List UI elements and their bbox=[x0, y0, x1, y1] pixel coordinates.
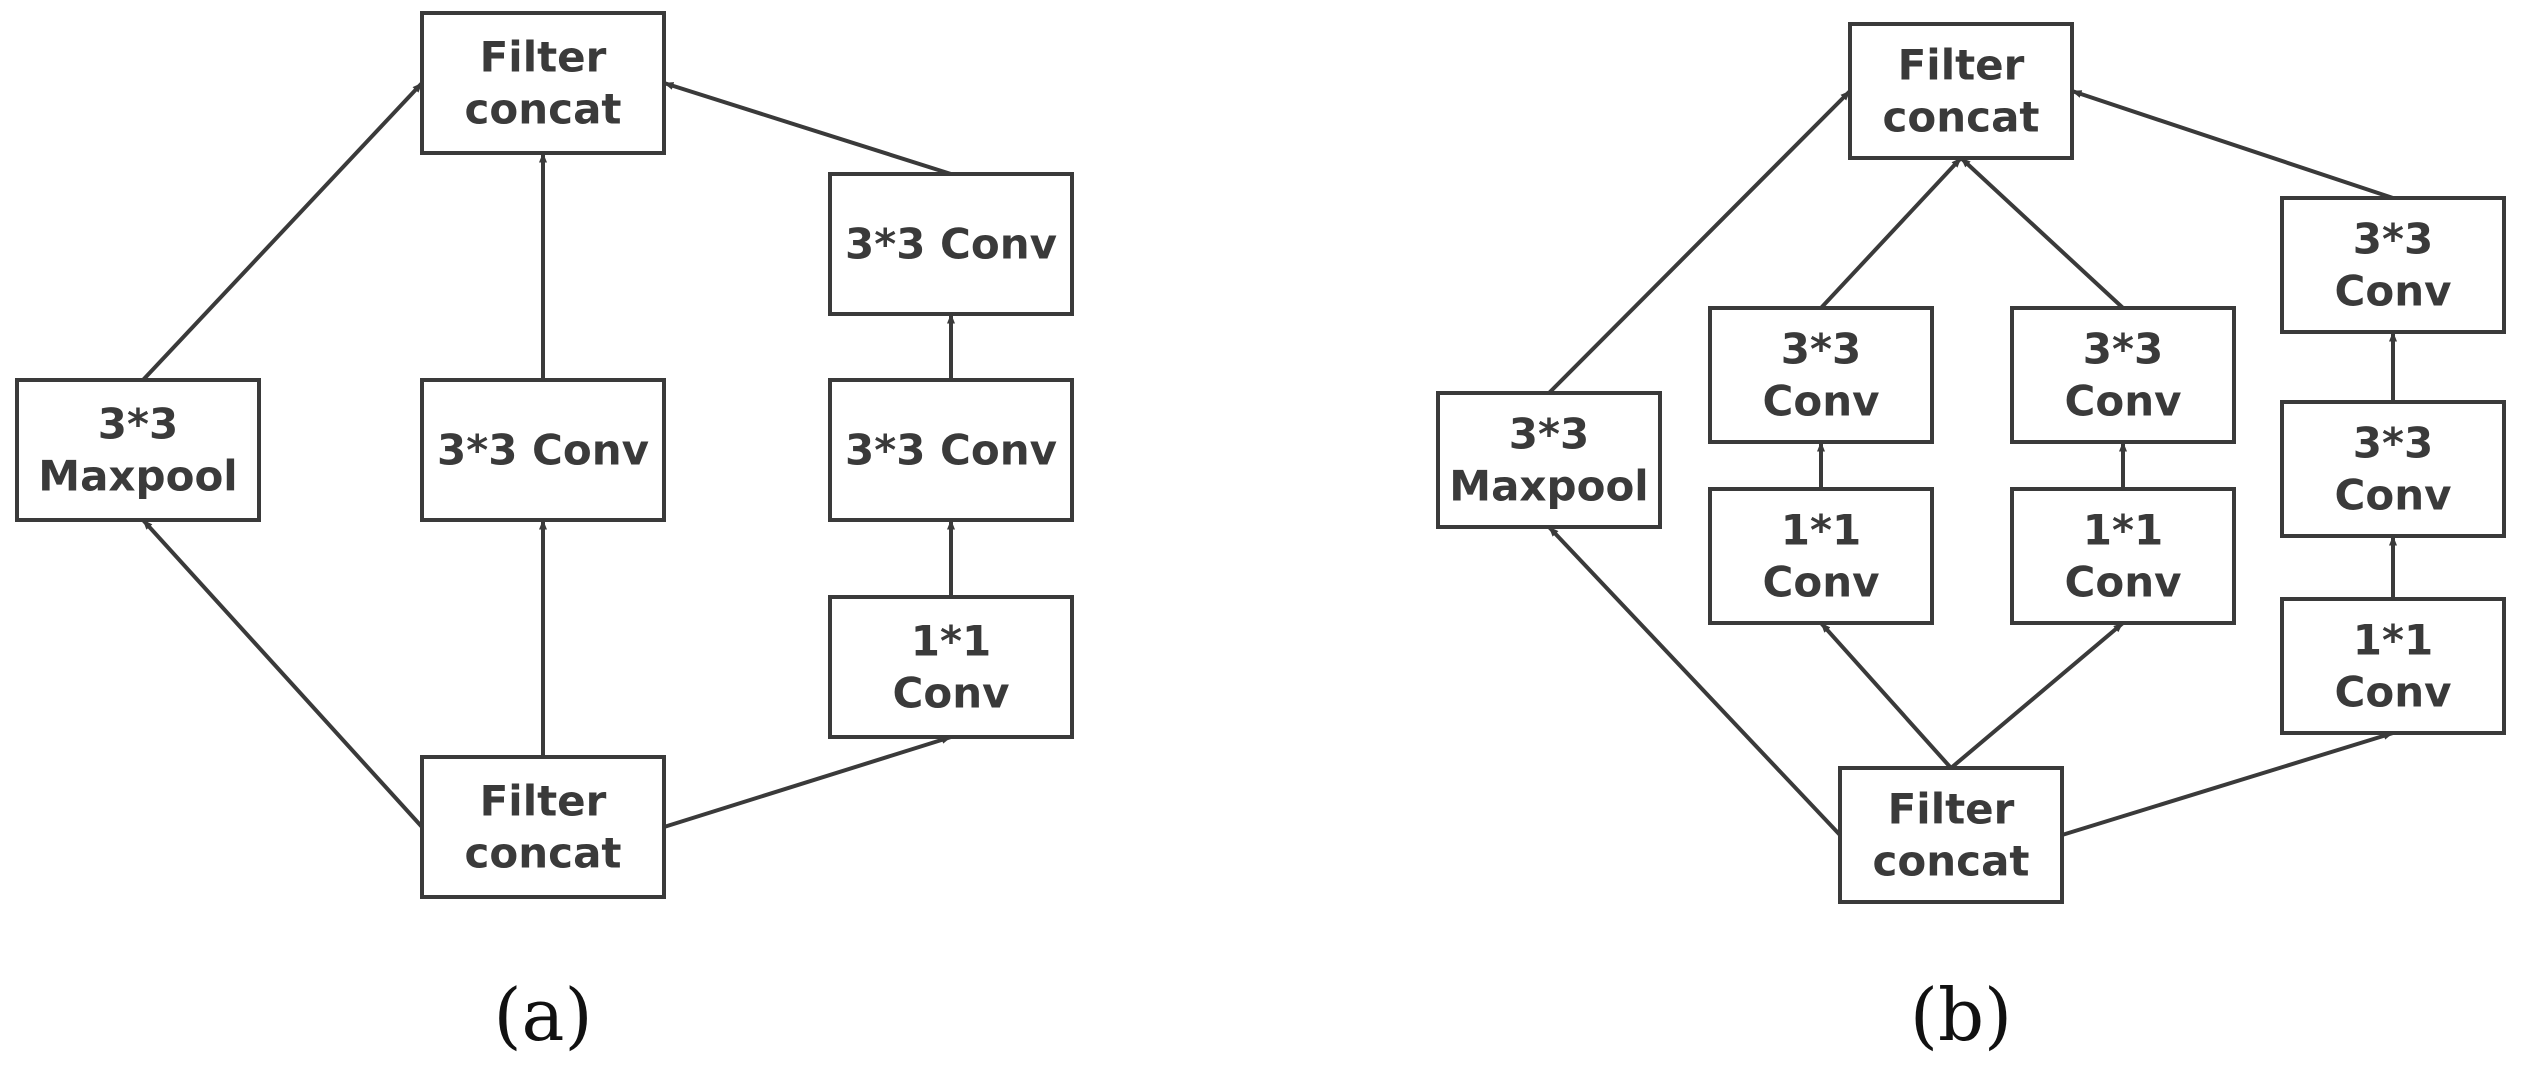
arrow-b_bottom-to-b_r_1x1 bbox=[2061, 731, 2394, 837]
node-box bbox=[2280, 597, 2506, 735]
node-box bbox=[2280, 196, 2506, 334]
node-label: 1*1 bbox=[911, 617, 991, 666]
panel-caption-b: (b) bbox=[1910, 973, 2012, 1057]
node-box bbox=[15, 378, 261, 522]
node-box bbox=[828, 378, 1074, 522]
node-label: Conv bbox=[2335, 267, 2452, 316]
arrow-b_bottom-to-b_m1_1x1 bbox=[1819, 621, 1953, 770]
node-label: 3*3 bbox=[1509, 410, 1589, 459]
node-box bbox=[1708, 306, 1934, 444]
node-box bbox=[828, 595, 1074, 739]
node-box bbox=[1848, 22, 2074, 160]
node-box bbox=[1708, 487, 1934, 625]
arrow-b_m1_3x3-to-b_top bbox=[1819, 156, 1963, 310]
node-label: 3*3 Conv bbox=[437, 426, 649, 475]
node-box bbox=[420, 755, 666, 899]
node-a-mid-conv: 3*3 Conv bbox=[420, 378, 666, 522]
node-label: 3*3 Conv bbox=[845, 220, 1057, 269]
arrow-b_r_3x3_top-to-b_top bbox=[2071, 89, 2394, 200]
arrow-a_maxpool-to-a_top bbox=[141, 81, 424, 382]
node-label: Maxpool bbox=[1449, 462, 1648, 511]
node-box bbox=[2010, 487, 2236, 625]
arrow-a_bottom-to-a_maxpool bbox=[141, 518, 424, 829]
node-label: Conv bbox=[893, 669, 1010, 718]
arrow-b_bottom-to-b_m2_1x1 bbox=[1949, 621, 2125, 770]
node-label: Filter bbox=[1898, 41, 2025, 90]
node-label: Conv bbox=[2065, 377, 2182, 426]
node-label: 3*3 bbox=[1781, 325, 1861, 374]
arrow-a_bottom-to-a_r_1x1 bbox=[663, 735, 952, 829]
node-label: 3*3 bbox=[2083, 325, 2163, 374]
node-a-r-conv-top: 3*3 Conv bbox=[828, 172, 1074, 316]
arrow-a_r_conv_top-to-a_top bbox=[663, 81, 952, 176]
arrow-b_maxpool-to-b_top bbox=[1547, 89, 1852, 395]
node-label: 3*3 bbox=[2353, 419, 2433, 468]
edges-layer bbox=[141, 81, 2397, 837]
captions-layer: (a) (b) bbox=[493, 973, 2012, 1057]
node-label: 3*3 bbox=[2353, 215, 2433, 264]
node-box bbox=[2010, 306, 2236, 444]
node-label: Conv bbox=[2335, 668, 2452, 717]
node-box bbox=[2280, 400, 2506, 538]
node-label: Conv bbox=[1763, 558, 1880, 607]
node-label: concat bbox=[465, 829, 622, 878]
node-label: 1*1 bbox=[1781, 506, 1861, 555]
node-box bbox=[828, 172, 1074, 316]
node-label: concat bbox=[465, 85, 622, 134]
node-label: Conv bbox=[2335, 471, 2452, 520]
node-label: 1*1 bbox=[2353, 616, 2433, 665]
node-label: Conv bbox=[2065, 558, 2182, 607]
node-a-r-conv-mid: 3*3 Conv bbox=[828, 378, 1074, 522]
node-label: Filter bbox=[480, 777, 607, 826]
node-label: Filter bbox=[480, 33, 607, 82]
node-label: Maxpool bbox=[38, 452, 237, 501]
node-box bbox=[420, 11, 666, 155]
node-label: 3*3 Conv bbox=[845, 426, 1057, 475]
node-label: 3*3 bbox=[98, 400, 178, 449]
node-label: 1*1 bbox=[2083, 506, 2163, 555]
node-box bbox=[1838, 766, 2064, 904]
node-box bbox=[420, 378, 666, 522]
node-label: concat bbox=[1873, 837, 2030, 886]
node-label: Filter bbox=[1888, 785, 2015, 834]
node-label: Conv bbox=[1763, 377, 1880, 426]
arrow-b_bottom-to-b_maxpool bbox=[1547, 525, 1842, 837]
panel-caption-a: (a) bbox=[493, 973, 592, 1057]
arrow-b_m2_3x3-to-b_top bbox=[1959, 156, 2125, 310]
node-label: concat bbox=[1883, 93, 2040, 142]
node-box bbox=[1436, 391, 1662, 529]
